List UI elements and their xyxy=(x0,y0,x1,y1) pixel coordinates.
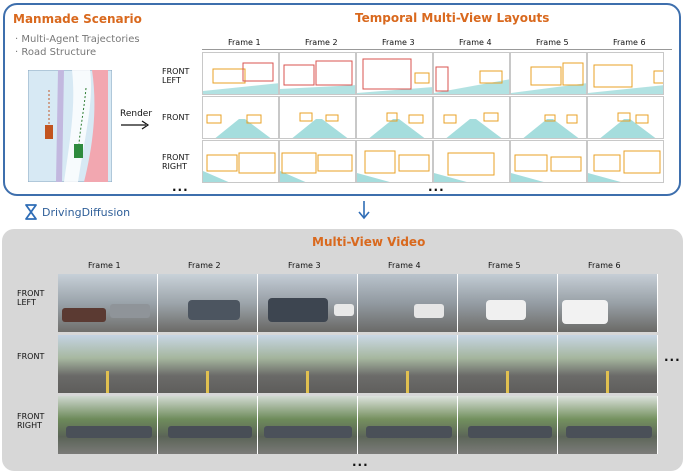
video-frame-header-2: Frame 2 xyxy=(188,261,221,270)
video-view-label-front: FRONT xyxy=(17,352,45,361)
scenario-bullet-1: · Multi-Agent Trajectories xyxy=(15,34,140,45)
layout-frame-header-2: Frame 2 xyxy=(305,38,338,47)
video-frame-image xyxy=(58,274,158,332)
layout-view-label-front: FRONT xyxy=(162,113,190,122)
video-frame-header-4: Frame 4 xyxy=(388,261,421,270)
layout-frame-header-1: Frame 1 xyxy=(228,38,261,47)
video-frame-header-1: Frame 1 xyxy=(88,261,121,270)
video-frame-image xyxy=(458,274,558,332)
down-arrow-icon xyxy=(358,201,370,220)
layout-view-label-front-left: FRONT LEFT xyxy=(162,67,190,85)
scenario-bullet-1-text: Multi-Agent Trajectories xyxy=(21,34,140,45)
layout-tile xyxy=(510,52,587,95)
scenario-bullet-2: · Road Structure xyxy=(15,47,97,58)
scenario-title: Manmade Scenario xyxy=(13,12,142,26)
layout-frame-header-3: Frame 3 xyxy=(382,38,415,47)
video-frame-image xyxy=(358,396,458,454)
video-frame-image xyxy=(558,396,658,454)
render-label: Render xyxy=(120,109,153,119)
layout-frame-header-5: Frame 5 xyxy=(536,38,569,47)
layout-tile xyxy=(202,52,279,95)
video-view-label-front-right: FRONT RIGHT xyxy=(17,412,45,430)
layout-tile xyxy=(587,52,664,95)
video-frame-image xyxy=(258,335,358,393)
layout-tile xyxy=(279,52,356,95)
layout-tile xyxy=(510,96,587,139)
scenario-bullet-2-text: Road Structure xyxy=(21,47,97,58)
video-frame-image xyxy=(58,335,158,393)
video-more-frames: ... xyxy=(664,350,681,364)
layout-tile xyxy=(279,96,356,139)
video-frame-image xyxy=(58,396,158,454)
layout-frame-header-6: Frame 6 xyxy=(613,38,646,47)
video-frame-header-5: Frame 5 xyxy=(488,261,521,270)
layout-tile xyxy=(202,96,279,139)
video-frame-image xyxy=(558,274,658,332)
layout-tile xyxy=(510,140,587,183)
layout-tile xyxy=(202,140,279,183)
video-frame-image xyxy=(458,335,558,393)
video-frame-image xyxy=(158,396,258,454)
layout-tile xyxy=(279,140,356,183)
video-frame-image xyxy=(258,396,358,454)
video-title: Multi-View Video xyxy=(312,235,426,249)
render-arrow-icon xyxy=(121,120,150,130)
layout-tile xyxy=(433,96,510,139)
layout-tile xyxy=(587,140,664,183)
layout-more-frames: ... xyxy=(428,180,445,194)
layout-view-label-front-right: FRONT RIGHT xyxy=(162,153,190,171)
layout-tile xyxy=(356,96,433,139)
video-frame-header-3: Frame 3 xyxy=(288,261,321,270)
layout-header-divider xyxy=(202,49,672,50)
video-frame-image xyxy=(158,335,258,393)
layout-frame-header-4: Frame 4 xyxy=(459,38,492,47)
video-more-views: ... xyxy=(352,455,369,469)
video-frame-image xyxy=(358,274,458,332)
video-frame-image xyxy=(458,396,558,454)
video-frame-image xyxy=(358,335,458,393)
video-frame-image xyxy=(158,274,258,332)
layout-tile xyxy=(587,96,664,139)
video-frame-header-6: Frame 6 xyxy=(588,261,621,270)
layout-tile xyxy=(433,52,510,95)
bev-scenario-map xyxy=(28,70,112,182)
layout-more-views: ... xyxy=(172,180,189,194)
model-name: DrivingDiffusion xyxy=(42,206,131,219)
layout-tile xyxy=(356,140,433,183)
layout-tile xyxy=(433,140,510,183)
layouts-title: Temporal Multi-View Layouts xyxy=(355,11,550,25)
layout-tile xyxy=(356,52,433,95)
video-frame-image xyxy=(558,335,658,393)
video-view-label-front-left: FRONT LEFT xyxy=(17,289,45,307)
video-frame-image xyxy=(258,274,358,332)
hourglass-icon xyxy=(25,204,37,220)
